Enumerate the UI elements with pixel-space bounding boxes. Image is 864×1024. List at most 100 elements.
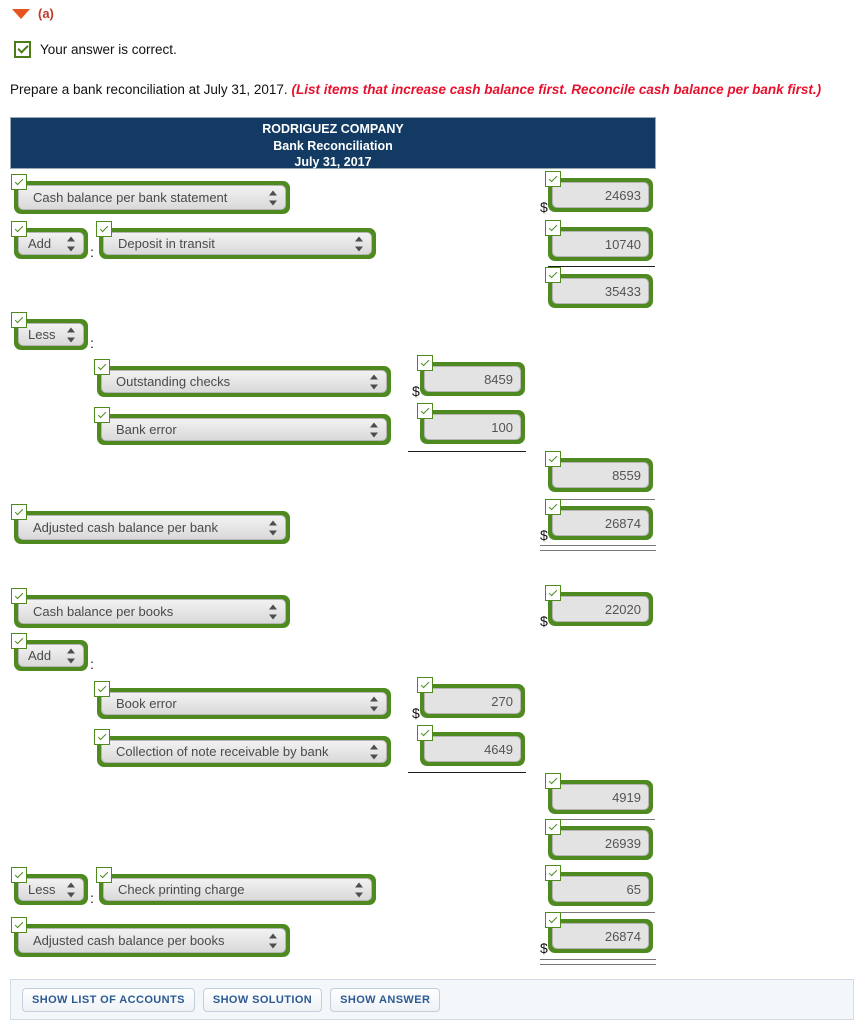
instruction: Prepare a bank reconciliation at July 31…	[10, 82, 821, 97]
spinner-arrows-icon[interactable]	[355, 882, 364, 897]
spinner-arrows-icon[interactable]	[67, 648, 76, 663]
dollar-sign: $	[412, 705, 420, 721]
select-value: Cash balance per books	[33, 604, 174, 619]
amount-value: 22020	[604, 601, 641, 617]
select-value: Add	[28, 648, 52, 663]
spinner-arrows-icon[interactable]	[269, 190, 278, 205]
addless-select-add-2[interactable]: Add	[11, 633, 88, 671]
subtotal-rule	[548, 266, 655, 267]
select-value: Outstanding checks	[116, 374, 231, 389]
amount-value: 4649	[484, 741, 513, 757]
feedback-text: Your answer is correct.	[40, 42, 177, 57]
account-select-outstanding-checks[interactable]: Outstanding checks	[94, 359, 391, 397]
amount-check-printing[interactable]: 65	[545, 865, 653, 906]
spinner-arrows-icon[interactable]	[370, 696, 379, 711]
statement-header: RODRIGUEZ COMPANY Bank Reconciliation Ju…	[10, 117, 656, 169]
colon-separator: :	[90, 656, 94, 672]
show-list-of-accounts-button[interactable]: SHOW LIST OF ACCOUNTS	[22, 987, 195, 1012]
correct-check-icon	[94, 359, 110, 375]
amount-value: 35433	[604, 283, 641, 299]
addless-select-less-1[interactable]: Less	[11, 312, 88, 350]
dollar-sign: $	[412, 383, 420, 399]
spinner-arrows-icon[interactable]	[370, 374, 379, 389]
correct-check-icon	[11, 312, 27, 328]
amount-value: 24693	[604, 187, 641, 203]
amount-value: 8559	[612, 467, 641, 483]
correct-check-icon	[417, 403, 433, 419]
amount-value: 26874	[604, 515, 641, 531]
account-select-adjusted-bank[interactable]: Adjusted cash balance per bank	[11, 504, 290, 544]
addless-select-add-1[interactable]: Add	[11, 221, 88, 259]
account-select-check-printing[interactable]: Check printing charge	[96, 867, 376, 905]
amount-books-subtotal[interactable]: 26939	[545, 819, 653, 860]
spinner-arrows-icon[interactable]	[269, 933, 278, 948]
correct-check-icon	[545, 865, 561, 881]
account-select-bank-error[interactable]: Bank error	[94, 407, 391, 445]
subtotal-rule	[408, 451, 526, 452]
amount-outstanding-checks[interactable]: 8459	[417, 355, 525, 396]
spinner-arrows-icon[interactable]	[370, 744, 379, 759]
answer-feedback: Your answer is correct.	[14, 41, 177, 58]
spinner-arrows-icon[interactable]	[355, 236, 364, 251]
correct-check-icon	[94, 681, 110, 697]
select-value: Add	[28, 236, 52, 251]
correct-check-icon	[11, 867, 27, 883]
subtotal-rule	[408, 772, 526, 773]
dollar-sign: $	[540, 199, 548, 215]
correct-check-icon	[11, 917, 27, 933]
spinner-arrows-icon[interactable]	[269, 604, 278, 619]
dollar-sign: $	[540, 940, 548, 956]
account-select-book-error[interactable]: Book error	[94, 681, 391, 719]
select-value: Deposit in transit	[118, 236, 215, 251]
amount-add-total-books[interactable]: 4919	[545, 773, 653, 814]
amount-adjusted-bank[interactable]: 26874	[545, 499, 653, 540]
correct-check-icon	[417, 677, 433, 693]
amount-less-total-bank[interactable]: 8559	[545, 451, 653, 492]
correct-check-icon	[545, 267, 561, 283]
spinner-arrows-icon[interactable]	[269, 520, 278, 535]
spinner-arrows-icon[interactable]	[67, 882, 76, 897]
correct-check-icon	[94, 407, 110, 423]
instruction-main: Prepare a bank reconciliation at July 31…	[10, 82, 288, 97]
triangle-down-icon[interactable]	[12, 8, 30, 19]
part-header[interactable]: (a)	[12, 6, 54, 21]
amount-deposit-transit[interactable]: 10740	[545, 220, 653, 261]
correct-check-icon	[545, 585, 561, 601]
colon-separator: :	[90, 335, 94, 351]
amount-bank-error[interactable]: 100	[417, 403, 525, 444]
select-value: Less	[28, 882, 56, 897]
correct-check-icon	[11, 174, 27, 190]
select-value: Collection of note receivable by bank	[116, 744, 329, 759]
amount-bank-balance[interactable]: 24693	[545, 171, 653, 212]
addless-select-less-2[interactable]: Less	[11, 867, 88, 905]
spinner-arrows-icon[interactable]	[67, 236, 76, 251]
correct-check-icon	[545, 819, 561, 835]
amount-bank-subtotal[interactable]: 35433	[545, 267, 653, 308]
part-label: (a)	[38, 6, 54, 21]
select-value: Adjusted cash balance per books	[33, 933, 225, 948]
colon-separator: :	[90, 244, 94, 260]
select-value: Adjusted cash balance per bank	[33, 520, 219, 535]
amount-books-balance[interactable]: 22020	[545, 585, 653, 626]
show-solution-button[interactable]: SHOW SOLUTION	[202, 987, 323, 1012]
select-value: Check printing charge	[118, 882, 245, 897]
amount-adjusted-books[interactable]: 26874	[545, 912, 653, 953]
amount-note-collection[interactable]: 4649	[417, 725, 525, 766]
account-select-adjusted-books[interactable]: Adjusted cash balance per books	[11, 917, 290, 957]
spinner-arrows-icon[interactable]	[370, 422, 379, 437]
account-select-books-balance[interactable]: Cash balance per books	[11, 588, 290, 628]
account-select-bank-balance[interactable]: Cash balance per bank statement	[11, 174, 290, 214]
correct-check-icon	[11, 588, 27, 604]
amount-book-error[interactable]: 270	[417, 677, 525, 718]
statement-title: Bank Reconciliation	[273, 138, 393, 153]
amount-value: 270	[491, 693, 513, 709]
correct-check-icon	[417, 355, 433, 371]
correct-check-icon	[545, 451, 561, 467]
dollar-sign: $	[540, 527, 548, 543]
account-select-note-collection[interactable]: Collection of note receivable by bank	[94, 729, 391, 767]
spinner-arrows-icon[interactable]	[67, 327, 76, 342]
show-answer-button[interactable]: SHOW ANSWER	[330, 987, 441, 1012]
account-select-deposit-transit[interactable]: Deposit in transit	[96, 221, 376, 259]
grand-total-double-rule	[540, 959, 656, 965]
select-value: Less	[28, 327, 56, 342]
